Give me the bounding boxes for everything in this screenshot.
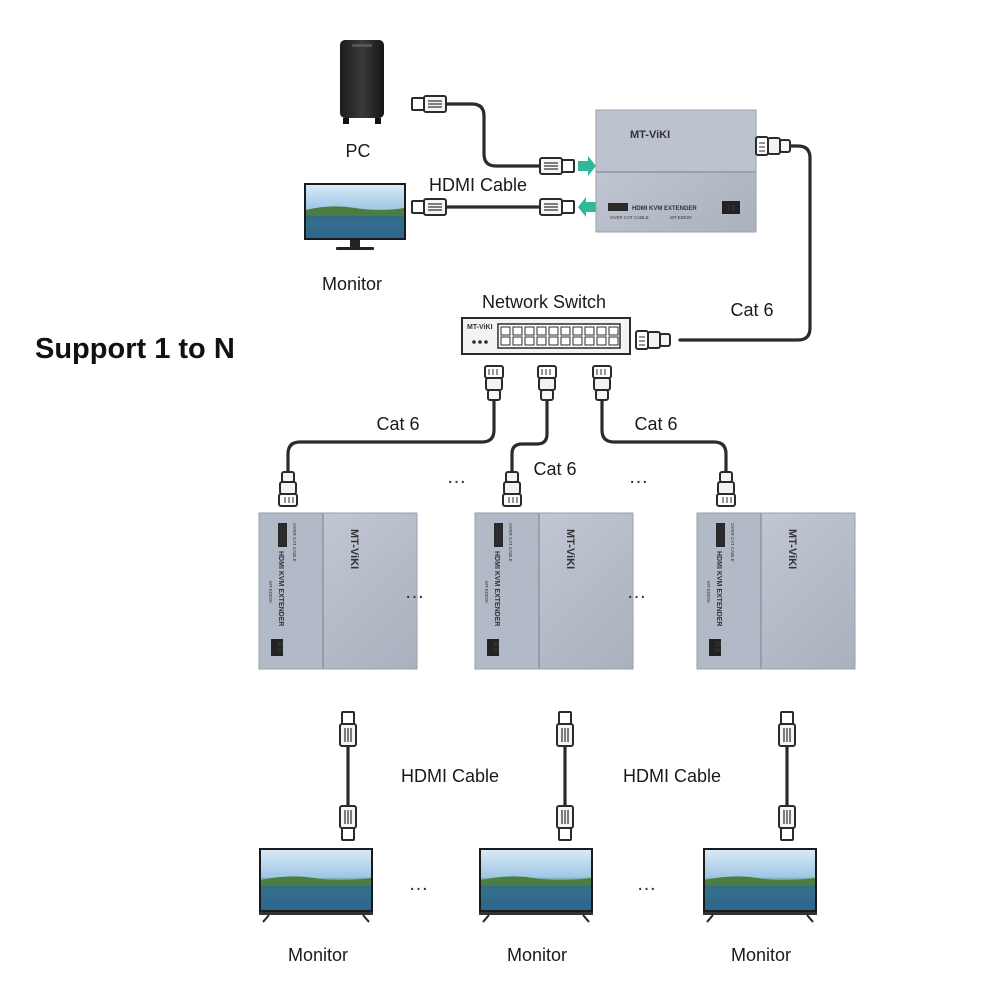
rx2-model-text: HDMI KVM EXTENDER (493, 551, 500, 626)
monitor-icon-2 (478, 847, 594, 923)
rx3-badge-text: 200M (716, 526, 723, 544)
cat6-uplink-cable (636, 137, 812, 349)
rx3-badge (709, 639, 721, 656)
arrow-in-icon (578, 156, 596, 176)
source-monitor-icon (304, 183, 406, 250)
rx3-brand: MT-ViKI (786, 529, 798, 569)
source-monitor-label: Monitor (322, 274, 382, 294)
hdmi-cable-label-right: HDMI Cable (623, 766, 721, 786)
cat6-label-right: Cat 6 (634, 414, 677, 434)
ellipsis-monitors-left: … (409, 873, 432, 895)
ellipsis-monitors-right: … (637, 873, 660, 895)
receiver-device-2: 200M HDMI KVM EXTENDER OVER CAT CABLE MT… (474, 512, 634, 670)
cat6-cable-middle (503, 365, 557, 506)
transmitter-model-number: MT-ED020 (670, 215, 692, 220)
rx1-model-number: MT-ED020 (268, 581, 273, 603)
ellipsis-receivers-left: … (405, 581, 428, 603)
monitor-label-2: Monitor (507, 945, 567, 965)
rx3-model-number: MT-ED020 (706, 581, 711, 603)
rx1-badge (271, 639, 283, 656)
monitor-icon-3 (702, 847, 818, 923)
transmitter-badge: 200M (608, 203, 628, 212)
tx-label: TX (726, 204, 737, 213)
rx1-brand: MT-ViKI (348, 529, 360, 569)
hdmi-cable-monitor-2 (557, 712, 573, 840)
rx2-brand: MT-ViKI (564, 529, 576, 569)
pc-icon (340, 40, 384, 124)
rx2-model-number: MT-ED020 (484, 581, 489, 603)
rx3-sub-text: OVER CAT CABLE (730, 523, 735, 562)
transmitter-model-text: HDMI KVM EXTENDER (632, 206, 697, 212)
rx2-sub-text: OVER CAT CABLE (508, 523, 513, 562)
monitor-icon-1 (258, 847, 374, 923)
ellipsis-upper-left: … (447, 466, 470, 488)
monitor-label-3: Monitor (731, 945, 791, 965)
hdmi-cable-pc (412, 96, 575, 175)
hdmi-cable-monitor (412, 198, 575, 216)
cat6-label-uplink: Cat 6 (730, 300, 773, 320)
arrow-out-icon (578, 197, 596, 217)
tx-badge: TX (722, 201, 740, 214)
pc-label: PC (345, 141, 370, 161)
cat6-cable-right (592, 365, 735, 506)
ellipsis-receivers-right: … (627, 581, 650, 603)
rx2-badge (487, 639, 499, 656)
rx2-label: RX (491, 641, 500, 653)
cat6-cable-left (279, 365, 504, 506)
rx3-label: RX (713, 641, 722, 653)
hdmi-cable-monitor-3 (779, 712, 795, 840)
rx1-sub-text: OVER CAT CABLE (292, 523, 297, 562)
transmitter-badge-text: 200M (610, 206, 625, 212)
cat6-label-middle: Cat 6 (533, 459, 576, 479)
transmitter-sub-text: OVER CAT CABLE (610, 215, 649, 220)
hdmi-cable-label-top: HDMI Cable (429, 175, 527, 195)
rx3-model-text: HDMI KVM EXTENDER (715, 551, 722, 626)
ellipsis-upper-right: … (629, 466, 652, 488)
switch-brand: MT-ViKI (467, 324, 493, 331)
network-switch-label: Network Switch (482, 292, 606, 312)
heading: Support 1 to N (35, 333, 235, 365)
transmitter-brand: MT-ViKI (630, 129, 670, 141)
network-switch (461, 317, 631, 355)
rx1-model-text: HDMI KVM EXTENDER (277, 551, 284, 626)
hdmi-cable-label-left: HDMI Cable (401, 766, 499, 786)
rx2-badge-text: 200M (494, 526, 501, 544)
receiver-device-3: 200M HDMI KVM EXTENDER OVER CAT CABLE MT… (696, 512, 856, 670)
hdmi-cable-monitor-1 (340, 712, 356, 840)
monitor-label-1: Monitor (288, 945, 348, 965)
rx1-label: RX (275, 641, 284, 653)
receiver-device-1: 200M HDMI KVM EXTENDER OVER CAT CABLE MT… (258, 512, 418, 670)
cat6-label-left: Cat 6 (376, 414, 419, 434)
rx1-badge-text: 200M (278, 526, 285, 544)
